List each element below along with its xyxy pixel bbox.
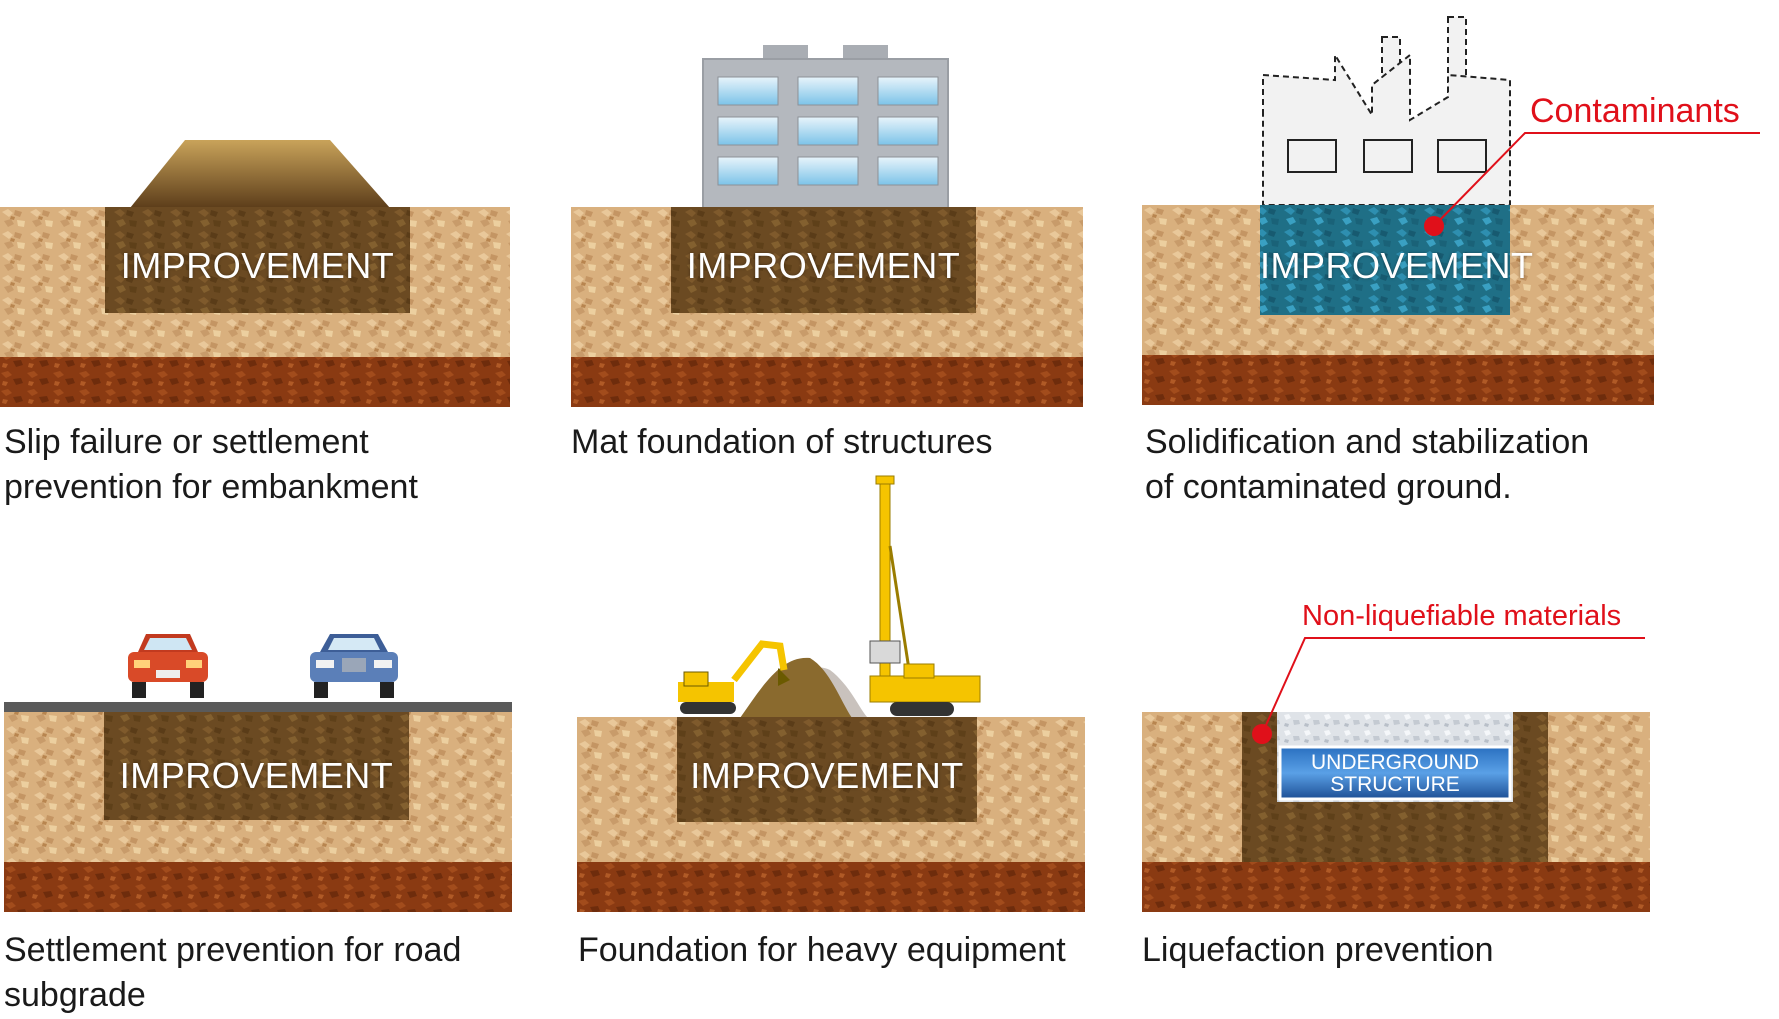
car-icon (310, 634, 398, 698)
ground-cross-section (1142, 712, 1650, 912)
contaminated-zone (1260, 205, 1510, 315)
soil-pile-icon (740, 657, 868, 718)
ground-cross-section (0, 207, 510, 407)
car-icon (128, 634, 208, 698)
pile-driver-icon (869, 475, 981, 716)
underground-structure (1278, 745, 1512, 801)
improvement-label: IMPROVEMENT (690, 755, 964, 796)
ground-cross-section (1142, 205, 1654, 405)
caption-mat-foundation: Mat foundation of structures (571, 423, 993, 461)
embankment-icon (130, 140, 390, 208)
non-liquefiable-label: Non-liquefiable materials (1302, 600, 1622, 632)
improvement-label: IMPROVEMENT (686, 245, 961, 286)
caption-heavy-equipment: Foundation for heavy equipment (578, 931, 1066, 969)
building-icon (702, 45, 949, 210)
caption-liquefaction: Liquefaction prevention (1142, 931, 1494, 969)
improvement-zone (105, 207, 410, 313)
improvement-label: IMPROVEMENT (119, 755, 394, 796)
excavator-icon (678, 640, 790, 714)
factory-icon (1262, 16, 1511, 206)
improvement-zone (104, 712, 409, 820)
ground-cross-section (4, 702, 512, 912)
improvement-label: IMPROVEMENT (120, 245, 395, 286)
improvement-label: IMPROVEMENT (1260, 245, 1534, 286)
improvement-zone (671, 207, 976, 313)
non-liquefiable-callout-line (1252, 637, 1645, 744)
caption-embankment: Slip failure or settlement prevention fo… (4, 423, 418, 506)
ground-cross-section (577, 717, 1085, 912)
ground-cross-section (571, 207, 1083, 407)
improvement-zone (677, 717, 977, 822)
underground-structure-label: UNDERGROUND STRUCTURE (1311, 751, 1479, 796)
contaminants-label: Contaminants (1530, 92, 1740, 130)
caption-contaminated: Solidification and stabilization of cont… (1145, 423, 1590, 506)
caption-road-subgrade: Settlement prevention for road subgrade (4, 931, 462, 1014)
contaminant-callout-line (1424, 132, 1760, 236)
